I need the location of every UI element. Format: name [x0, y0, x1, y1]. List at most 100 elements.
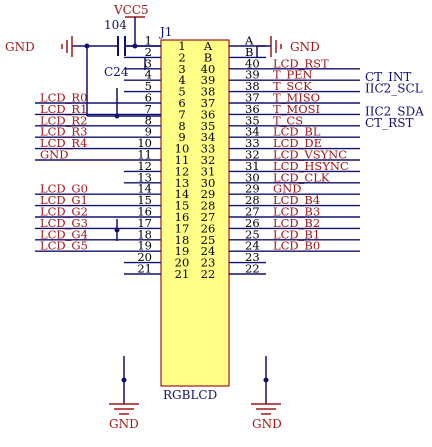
body-right-number: 34	[201, 130, 216, 144]
right-pin-number: 23	[245, 250, 260, 264]
body-right-number: 36	[201, 107, 216, 121]
body-right-number: 22	[201, 267, 216, 281]
left-pin-number: 2	[145, 45, 152, 59]
right-pin-number: 26	[245, 216, 260, 230]
right-pin-number: 28	[245, 193, 260, 207]
body-left-number: 2	[178, 50, 185, 64]
body-right-number: 24	[201, 244, 216, 258]
ground-symbol-bottom-right	[251, 403, 281, 415]
body-left-number: 14	[175, 187, 190, 201]
body-left-number: 11	[175, 153, 190, 167]
connector-body	[160, 39, 230, 387]
body-right-number: 38	[201, 85, 216, 99]
left-pin-number: 1	[145, 34, 152, 48]
right-net-label: LCD_B0	[273, 239, 320, 253]
right-net-label: T_MOSI	[273, 102, 320, 116]
junction-pin22	[263, 377, 269, 383]
gnd-bottom-left-label: GND	[109, 417, 139, 431]
right-net-label: T_CS	[273, 113, 303, 127]
left-net-label: LCD_G0	[40, 182, 88, 196]
capacitor-ref: C24	[104, 65, 129, 79]
left-net-label: GND	[40, 148, 68, 162]
right-net-label: T_SCK	[273, 79, 312, 93]
left-pin-number: 16	[137, 205, 152, 219]
gnd-bottom-right-label: GND	[252, 417, 282, 431]
body-left-number: 21	[175, 267, 190, 281]
body-right-number: 32	[201, 153, 216, 167]
right-net-label: LCD_DE	[273, 136, 322, 150]
side-annotation: IIC2_SDA	[365, 104, 424, 118]
body-right-number: 37	[201, 96, 216, 110]
body-right-number: 25	[201, 233, 216, 247]
left-net-label: LCD_R4	[40, 136, 87, 150]
body-left-number: 10	[175, 142, 190, 156]
right-pin-number: 29	[245, 182, 260, 196]
body-right-number: A	[203, 39, 213, 53]
body-right-number: 39	[201, 73, 216, 87]
side-annotation: CT_RST	[365, 116, 413, 130]
right-pin-number: 36	[245, 102, 260, 116]
left-net-label: LCD_R3	[40, 125, 87, 139]
body-right-number: 33	[201, 142, 216, 156]
right-pin-number: 24	[245, 239, 260, 253]
body-right-number: 29	[201, 187, 216, 201]
right-pin-number: 25	[245, 227, 260, 241]
body-right-number: B	[204, 50, 212, 64]
left-net-label: LCD_G2	[40, 205, 88, 219]
right-net-label: LCD_BL	[273, 125, 321, 139]
right-pin-number: B	[245, 45, 253, 59]
left-pin-number: 20	[137, 250, 152, 264]
body-right-number: 30	[201, 176, 216, 190]
left-pin-number: 13	[137, 170, 152, 184]
right-net-label: T_MISO	[273, 91, 320, 105]
body-left-number: 20	[175, 256, 190, 270]
left-pin-number: 4	[145, 68, 152, 82]
body-left-number: 4	[178, 73, 185, 87]
side-annotation: IIC2_SCL	[365, 82, 423, 96]
right-net-label: LCD_VSYNC	[273, 148, 347, 162]
left-pin-number: 17	[137, 216, 152, 230]
connector-ref: J1	[158, 25, 172, 39]
body-left-number: 3	[178, 62, 185, 76]
inside-number-group: 123456789101112131415161718192021AB40393…	[175, 39, 216, 281]
body-right-number: 31	[201, 164, 216, 178]
body-right-number: 23	[201, 256, 216, 270]
right-net-label: GND	[273, 182, 301, 196]
left-net-label: LCD_R1	[40, 102, 87, 116]
left-net-label: LCD_G4	[40, 227, 88, 241]
right-pin-number: A	[244, 34, 254, 48]
ground-symbol-right	[270, 36, 282, 57]
body-left-number: 6	[178, 96, 185, 110]
left-pin-number: 10	[137, 136, 152, 150]
right-net-label: LCD_B4	[273, 193, 320, 207]
body-left-number: 19	[175, 244, 190, 258]
gnd-right-label: GND	[290, 40, 320, 54]
side-annotation: CT_INT	[365, 70, 411, 84]
right-pin-number: 35	[245, 113, 260, 127]
body-right-number: 26	[201, 221, 216, 235]
right-pin-number: 38	[245, 79, 260, 93]
right-net-label: LCD_B2	[273, 216, 320, 230]
left-pin-number: 5	[145, 79, 152, 93]
left-pin-number: 9	[145, 125, 152, 139]
body-left-number: 5	[178, 85, 185, 99]
body-left-number: 7	[178, 107, 185, 121]
ground-symbol-left	[61, 36, 73, 57]
right-net-label: LCD_B1	[273, 227, 320, 241]
right-net-label: LCD_B3	[273, 205, 320, 219]
left-pin-number: 7	[145, 102, 152, 116]
right-pin-number: 40	[245, 56, 260, 70]
body-left-number: 16	[175, 210, 190, 224]
gnd-left-label: GND	[5, 40, 35, 54]
body-left-number: 15	[175, 199, 190, 213]
right-pin-number: 32	[245, 148, 260, 162]
right-pin-number: 30	[245, 170, 260, 184]
body-left-number: 8	[178, 119, 185, 133]
left-pin-number: 14	[137, 182, 152, 196]
left-pin-number: 8	[145, 113, 152, 127]
right-pin-number: 37	[245, 91, 260, 105]
body-left-number: 1	[178, 39, 185, 53]
body-left-number: 17	[175, 221, 190, 235]
right-net-label: T_PEN	[273, 68, 313, 82]
